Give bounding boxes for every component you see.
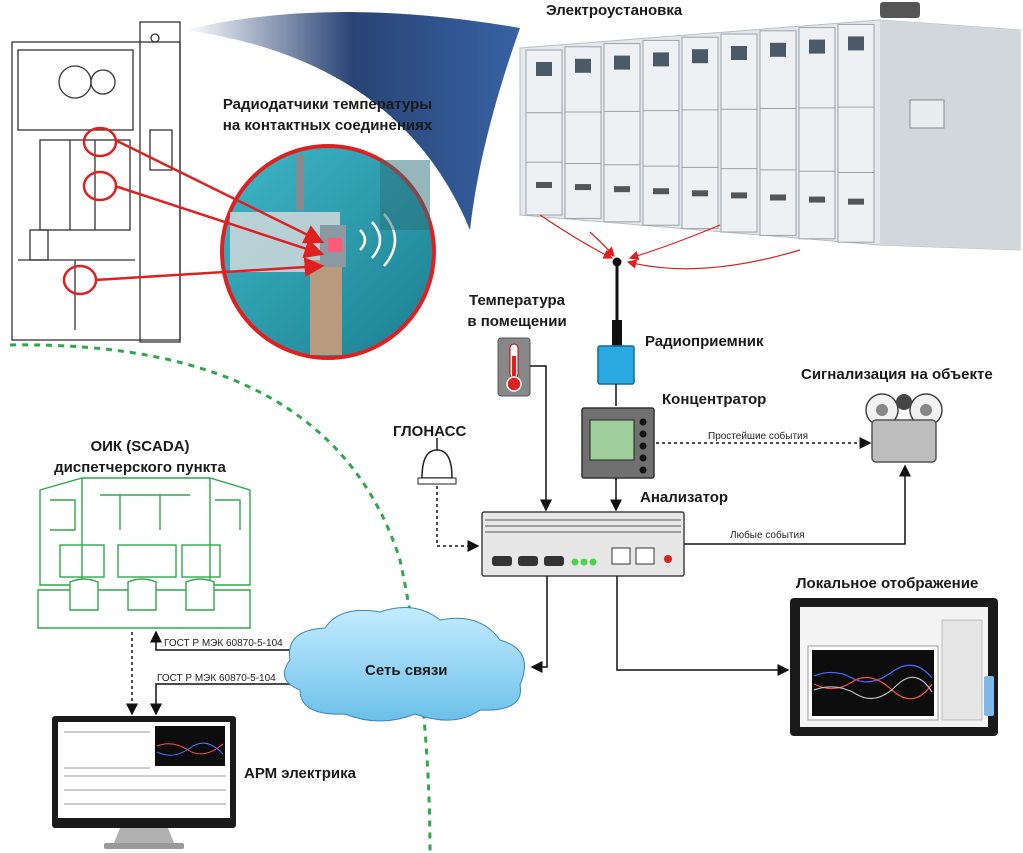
workstation-monitor xyxy=(52,716,236,849)
switchgear-cubicle xyxy=(525,49,563,216)
decorative-swoosh xyxy=(185,11,520,231)
sensor-link-2 xyxy=(114,184,325,259)
sensor-mark-1 xyxy=(82,126,118,158)
switchgear-cubicle xyxy=(837,23,875,243)
local-display-label: Локальное отображение xyxy=(796,575,979,592)
workstation-label: АРМ электрика xyxy=(244,765,356,782)
analyzer-device xyxy=(481,511,685,577)
network-cloud xyxy=(283,607,525,722)
glonass-label: ГЛОНАСС xyxy=(393,423,467,440)
switchgear-lineup xyxy=(519,2,1021,251)
sensor-link-3 xyxy=(94,257,325,282)
switchgear-cubicle xyxy=(564,46,602,219)
switchgear-cubicle xyxy=(681,36,719,230)
switchgear-cubicle xyxy=(603,43,641,223)
switchgear-cubicle xyxy=(759,30,797,236)
siren-icon xyxy=(865,393,943,463)
glonass-antenna-icon xyxy=(417,438,457,485)
room-temp-label-line2: в помещении xyxy=(467,313,567,330)
concentrator-label: Концентратор xyxy=(662,391,767,408)
dashed-arc xyxy=(9,343,432,853)
scada-console xyxy=(37,477,251,629)
sensor-photo xyxy=(220,144,436,360)
scada-label-line1: ОИК (SCADA) xyxy=(90,438,190,455)
switchgear-cubicle xyxy=(642,39,680,226)
simple-events-label: Простейшие события xyxy=(708,431,809,442)
scada-label-line2: диспетчерского пункта xyxy=(54,459,226,476)
protocol-lower-label: ГОСТ Р МЭК 60870-5-104 xyxy=(157,673,276,684)
sensor-mark-2 xyxy=(82,170,118,202)
switchgear-cubicle xyxy=(720,33,758,233)
analyzer-label: Анализатор xyxy=(640,489,729,506)
room-temp-label-line1: Температура xyxy=(469,292,565,309)
network-label: Сеть связи xyxy=(365,662,448,679)
protocol-upper-label: ГОСТ Р МЭК 60870-5-104 xyxy=(164,638,283,649)
switchgear-cubicle xyxy=(798,27,836,240)
sensor-mark-3 xyxy=(62,264,98,296)
site-alarm-label: Сигнализация на объекте xyxy=(801,366,993,383)
radio-antenna-icon xyxy=(612,257,622,348)
cabinet-drawing xyxy=(11,21,181,343)
local-display-monitor xyxy=(790,598,998,736)
radio-receiver-label: Радиоприемник xyxy=(645,333,764,350)
sensors-label-line1: Радиодатчики температуры xyxy=(222,96,433,113)
concentrator-device xyxy=(581,407,655,479)
installation-label: Электроустановка xyxy=(546,2,683,19)
thermometer-icon xyxy=(497,337,531,397)
any-events-label: Любые события xyxy=(730,530,805,541)
sensor-link-1 xyxy=(114,138,325,244)
radio-receiver-box xyxy=(597,345,635,385)
sensors-label-line2: на контактных соединениях xyxy=(222,117,433,134)
